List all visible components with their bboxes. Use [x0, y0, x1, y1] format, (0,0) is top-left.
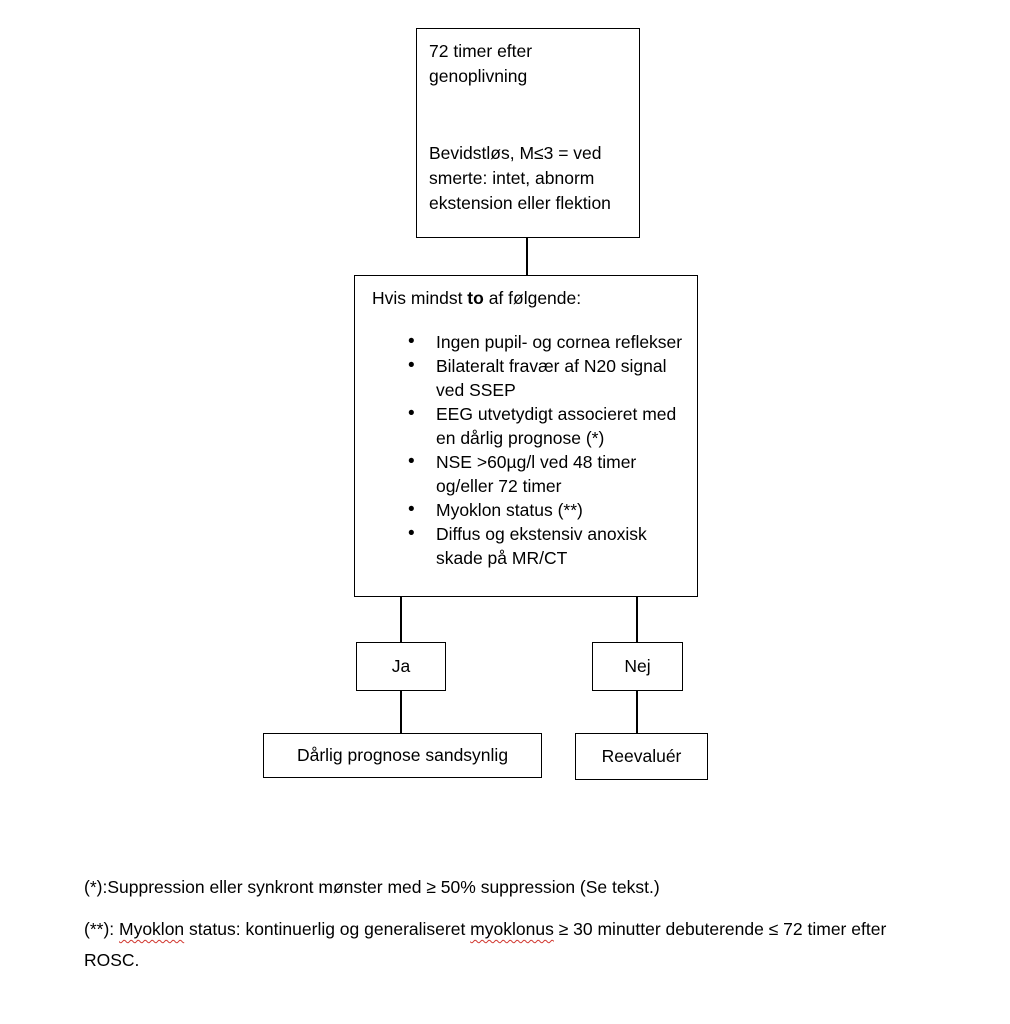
connector-criteria-to-no [636, 596, 638, 642]
footnote2-misspelled-word-2: myoklonus [470, 919, 554, 939]
connector-criteria-to-yes [400, 596, 402, 642]
connector-start-to-criteria [526, 237, 528, 276]
criteria-heading-prefix: Hvis mindst [372, 288, 468, 308]
criteria-heading-suffix: af følgende: [483, 288, 582, 308]
start-condition-line2: Bevidstløs, M≤3 = ved smerte: intet, abn… [429, 143, 611, 213]
poor-prognosis-outcome-box: Dårlig prognose sandsynlig [263, 733, 542, 778]
footnote-double-asterisk: (**): Myoklon status: kontinuerlig og ge… [84, 914, 946, 976]
no-box: Nej [592, 642, 683, 691]
criteria-item: Diffus og ekstensiv anoxisk skade på MR/… [408, 522, 685, 570]
footnote2-misspelled-word-1: Myoklon [119, 919, 185, 939]
connector-yes-to-outcome [400, 691, 402, 734]
criteria-item: NSE >60µg/l ved 48 timer og/eller 72 tim… [408, 450, 685, 498]
footnote2-prefix: (**): [84, 919, 119, 939]
criteria-item: Myoklon status (**) [408, 498, 685, 522]
criteria-heading: Hvis mindst to af følgende: [372, 286, 685, 310]
criteria-box: Hvis mindst to af følgende: Ingen pupil-… [354, 275, 698, 597]
yes-box: Ja [356, 642, 446, 691]
footnote2-mid: status: kontinuerlig og generaliseret [184, 919, 471, 939]
footnote2-suffix: ≥ 30 minutter debuterende ≤ 72 timer eft… [84, 919, 887, 970]
criteria-item: EEG utvetydigt associeret med en dårlig … [408, 402, 685, 450]
criteria-heading-bold: to [467, 288, 484, 308]
footnote-asterisk: (*):Suppression eller synkront mønster m… [84, 877, 660, 897]
criteria-list: Ingen pupil- og cornea reflekser Bilater… [372, 330, 685, 570]
connector-no-to-outcome [636, 691, 638, 734]
criteria-item: Bilateralt fravær af N20 signal ved SSEP [408, 354, 685, 402]
start-condition-line1: 72 timer efter genoplivning [429, 41, 533, 86]
start-condition-box: 72 timer efter genoplivning Bevidstløs, … [416, 28, 640, 238]
criteria-item: Ingen pupil- og cornea reflekser [408, 330, 685, 354]
reevaluate-outcome-box: Reevaluér [575, 733, 708, 780]
